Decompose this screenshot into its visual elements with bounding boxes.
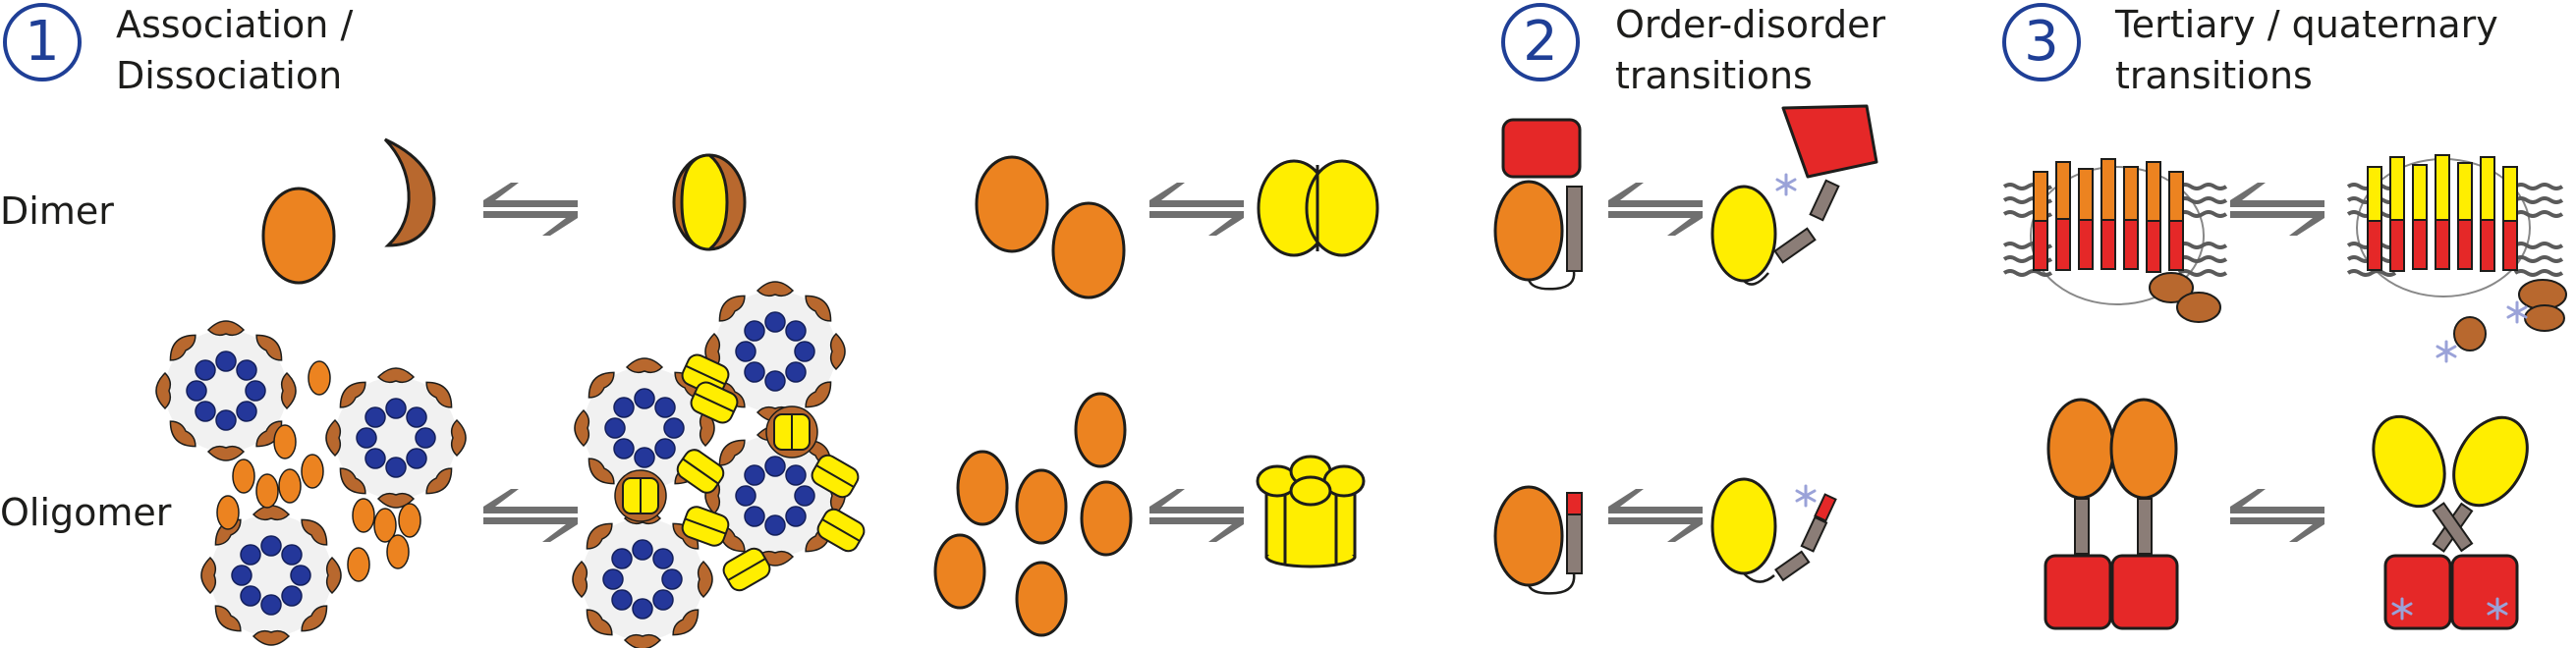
oligomer-rings-right: [573, 282, 869, 648]
oligomer-barrel: [1256, 455, 1366, 568]
panel-number-3: 3: [2002, 3, 2081, 81]
panel-title-1-line2: Dissociation: [116, 54, 343, 97]
panel-title-1-line1: Association /: [116, 3, 354, 46]
equilibrium-arrows-1: [483, 183, 578, 236]
panel-title-3-line1: Tertiary / quaternary: [2115, 3, 2498, 46]
equilibrium-arrows-5: [1608, 183, 1703, 236]
equilibrium-arrows-6: [1608, 489, 1703, 542]
dimer-complex-2: [1257, 159, 1379, 257]
order-domain-ordered-top: [1493, 118, 1583, 291]
panel-title-2-line1: Order-disorder: [1615, 3, 1886, 46]
oligomer-monomers-2: [933, 392, 1133, 637]
order-domain-ordered-bottom: [1493, 485, 1583, 595]
membrane-protein-right: [2346, 154, 2567, 363]
oligomer-rings-left: [156, 321, 466, 645]
dimer-complex-1: [672, 153, 747, 251]
order-domain-disordered-bottom: [1710, 477, 1837, 583]
panel-number-1: 1: [3, 3, 82, 81]
row-label-dimer: Dimer: [0, 189, 114, 233]
equilibrium-arrows-7: [2230, 183, 2324, 236]
order-domain-disordered-top: [1710, 104, 1878, 286]
equilibrium-arrows-3: [483, 489, 578, 542]
panel-number-2: 2: [1501, 3, 1580, 81]
row-label-oligomer: Oligomer: [0, 491, 172, 534]
receptor-dimer-left: [2044, 398, 2179, 630]
dimer-monomers-2: [975, 155, 1126, 299]
membrane-protein-left: [2002, 158, 2228, 323]
panel-title-2-line2: transitions: [1615, 54, 1813, 97]
panel-title-3-line2: transitions: [2115, 54, 2313, 97]
equilibrium-arrows-4: [1149, 489, 1244, 542]
dimer-monomers-1: [261, 137, 436, 285]
receptor-dimer-right: [2372, 414, 2529, 630]
equilibrium-arrows-2: [1149, 183, 1244, 236]
equilibrium-arrows-8: [2230, 489, 2324, 542]
